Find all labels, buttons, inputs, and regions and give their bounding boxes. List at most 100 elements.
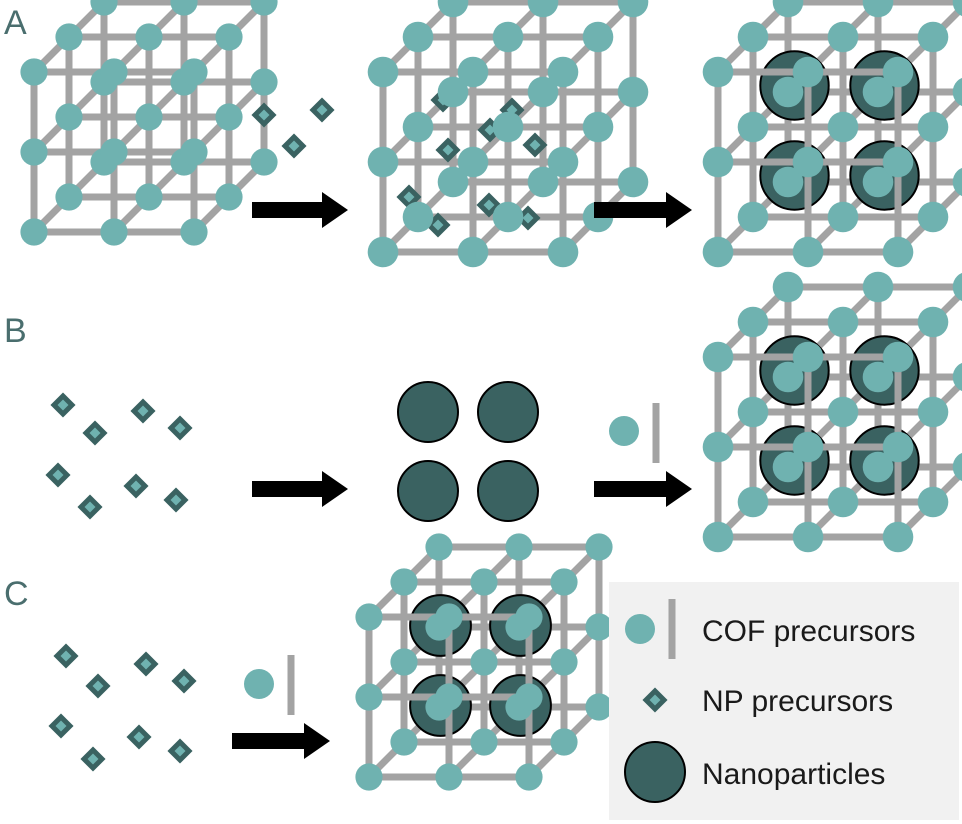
cof-node xyxy=(527,76,559,108)
cof-framework-with-nanoparticles xyxy=(702,271,962,553)
np-precursor-diamond-shape xyxy=(126,724,152,750)
cof-node xyxy=(215,23,243,51)
legend-label-cof-precursors: COF precursors xyxy=(702,615,915,648)
cof-node xyxy=(367,56,399,88)
np-precursor-diamond-shape xyxy=(50,392,76,418)
cof-node xyxy=(792,341,824,373)
cof-node xyxy=(435,603,463,631)
cof-node xyxy=(582,21,614,53)
cof-node xyxy=(737,396,769,428)
cof-framework-with-nanoparticles xyxy=(355,533,613,791)
cof-node xyxy=(792,236,824,268)
cof-node xyxy=(550,728,578,756)
cof-node xyxy=(917,306,949,338)
cof-node xyxy=(702,56,734,88)
cof-node xyxy=(547,146,579,178)
np-precursor-diamond-shape xyxy=(85,673,111,699)
cof-node xyxy=(547,236,579,268)
cof-node xyxy=(882,341,914,373)
cof-node xyxy=(55,103,83,131)
cof-node xyxy=(737,21,769,53)
cof-node xyxy=(100,138,128,166)
np-precursor-diamond xyxy=(133,651,159,677)
cof-node xyxy=(180,58,208,86)
cof-node xyxy=(527,0,559,18)
legend-label-np-precursors: NP precursors xyxy=(702,685,893,718)
cof-nodes xyxy=(702,0,962,268)
cof-node xyxy=(737,306,769,338)
np-precursor-diamond-body xyxy=(126,724,152,750)
cof-node xyxy=(135,23,163,51)
np-precursor-diamond-shape xyxy=(53,643,79,669)
legend-cof-node-icon xyxy=(625,614,655,644)
cof-node xyxy=(505,533,533,561)
np-precursor-diamond-shape xyxy=(167,738,193,764)
np-precursor-diamond xyxy=(80,746,106,772)
panel-label-c: C xyxy=(4,575,29,613)
cof-node xyxy=(792,56,824,88)
cof-precursor-icon xyxy=(244,655,295,715)
arrow-shape xyxy=(594,471,692,507)
cof-precursor-icon xyxy=(609,403,660,463)
cof-node xyxy=(772,0,804,18)
np-precursor-diamond-body xyxy=(45,462,71,488)
np-precursor-diamond-shape xyxy=(45,462,71,488)
cof-node xyxy=(215,183,243,211)
np-precursor-diamond-shape xyxy=(82,420,108,446)
cof-node xyxy=(827,306,859,338)
cof-node xyxy=(367,146,399,178)
cof-node xyxy=(550,568,578,596)
cof-node xyxy=(527,166,559,198)
cof-node xyxy=(250,68,278,96)
np-precursor-diamond-body xyxy=(85,673,111,699)
np-precursor-diamond-body xyxy=(133,651,159,677)
np-precursor-diamond-body xyxy=(435,137,461,163)
cof-node xyxy=(952,452,962,482)
cof-node xyxy=(702,236,734,268)
np-precursor-diamond-body xyxy=(82,420,108,446)
cof-node xyxy=(135,183,163,211)
cof-node xyxy=(617,166,649,198)
cof-node xyxy=(470,648,498,676)
cof-node xyxy=(170,0,198,16)
cof-nodes xyxy=(367,0,649,268)
np-precursor-diamond xyxy=(45,462,71,488)
np-precursor-diamond-body xyxy=(48,713,74,739)
np-precursor-diamond xyxy=(281,133,307,159)
cof-node xyxy=(772,361,804,393)
np-precursor-diamond xyxy=(163,487,189,513)
cof-node xyxy=(792,146,824,178)
nanoparticle xyxy=(477,381,539,443)
cof-node xyxy=(250,0,278,16)
np-precursor-diamond xyxy=(309,97,335,123)
cof-node xyxy=(737,111,769,143)
cof-node xyxy=(457,236,489,268)
cof-node xyxy=(882,146,914,178)
np-precursor-group-c xyxy=(48,643,197,772)
np-precursor-diamond-body xyxy=(53,643,79,669)
arrow xyxy=(252,192,348,228)
cof-node xyxy=(737,201,769,233)
legend-np-precursor-icon xyxy=(642,687,668,713)
cof-node xyxy=(882,236,914,268)
np-precursor-diamond-shape xyxy=(435,137,461,163)
np-precursor-diamond xyxy=(123,473,149,499)
np-precursor-diamond-body xyxy=(77,494,103,520)
np-precursor-group-a xyxy=(251,97,335,159)
np-precursor-diamond xyxy=(50,392,76,418)
cof-node xyxy=(917,396,949,428)
legend-label-nanoparticles: Nanoparticles xyxy=(702,758,885,791)
np-precursor-diamond-body xyxy=(167,415,193,441)
np-precursor-diamond-shape xyxy=(309,97,335,123)
cof-node xyxy=(882,56,914,88)
cof-node xyxy=(437,0,469,18)
cof-node xyxy=(180,218,208,246)
cof-node xyxy=(390,568,418,596)
np-precursor-diamond-shape xyxy=(642,687,668,713)
legend-nanoparticle-icon xyxy=(624,741,686,803)
cof-node xyxy=(250,148,278,176)
cof-node xyxy=(585,533,613,561)
cof-node xyxy=(952,272,962,302)
np-precursor-diamond-body xyxy=(476,192,502,218)
